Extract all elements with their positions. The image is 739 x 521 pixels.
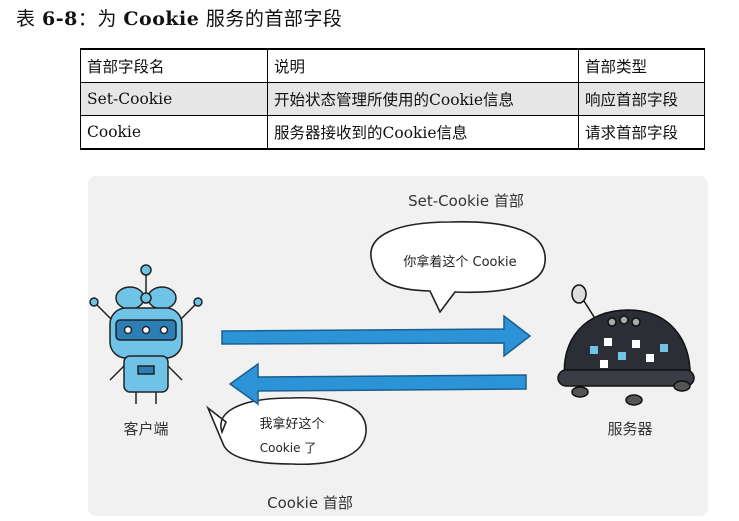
- table-cell: 响应首部字段: [578, 82, 705, 116]
- client-speech-bubble: 我拿好这个 Cookie 了: [206, 396, 367, 466]
- table-cell: Cookie: [80, 115, 268, 150]
- table-cell: 请求首部字段: [578, 115, 705, 150]
- table-header-cell: 说明: [267, 48, 579, 83]
- client-bubble-text-2: Cookie 了: [260, 441, 317, 455]
- cookie-header-label: Cookie 首部: [267, 494, 353, 512]
- caption-prefix: 表: [16, 8, 43, 30]
- table-header-row: 首部字段名 说明 首部类型: [80, 48, 705, 83]
- server-robot-icon: [557, 284, 695, 406]
- table-cell: 服务器接收到的Cookie信息: [267, 115, 579, 150]
- caption-sep: ：为: [77, 8, 124, 30]
- table-cell: 开始状态管理所使用的Cookie信息: [267, 82, 579, 116]
- caption-bold-word: Cookie: [123, 8, 200, 30]
- server-bubble-text: 你拿着这个 Cookie: [403, 254, 516, 270]
- caption-suffix: 服务的首部字段: [199, 8, 343, 30]
- client-robot-icon: [89, 264, 203, 404]
- server-speech-bubble: 你拿着这个 Cookie: [370, 220, 546, 314]
- table-row: Set-Cookie 开始状态管理所使用的Cookie信息 响应首部字段: [80, 82, 705, 116]
- cookie-exchange-figure: Set-Cookie 首部 Cookie 首部 你拿着这个 Cookie 我拿好…: [88, 176, 708, 516]
- table-header-cell: 首部字段名: [80, 48, 268, 83]
- client-bubble-text-1: 我拿好这个: [259, 416, 324, 432]
- caption-number: 6-8: [42, 8, 78, 30]
- server-label: 服务器: [607, 420, 652, 438]
- table-row: Cookie 服务器接收到的Cookie信息 请求首部字段: [80, 115, 705, 150]
- response-arrow: [221, 314, 532, 358]
- header-fields-table: 首部字段名 说明 首部类型 Set-Cookie 开始状态管理所使用的Cooki…: [80, 48, 705, 150]
- set-cookie-header-label: Set-Cookie 首部: [408, 192, 524, 210]
- table-caption: 表 6-8：为 Cookie 服务的首部字段: [16, 4, 342, 31]
- table-header-cell: 首部类型: [578, 48, 705, 83]
- table-cell: Set-Cookie: [80, 82, 268, 116]
- client-label: 客户端: [123, 420, 168, 438]
- request-arrow: [228, 362, 527, 406]
